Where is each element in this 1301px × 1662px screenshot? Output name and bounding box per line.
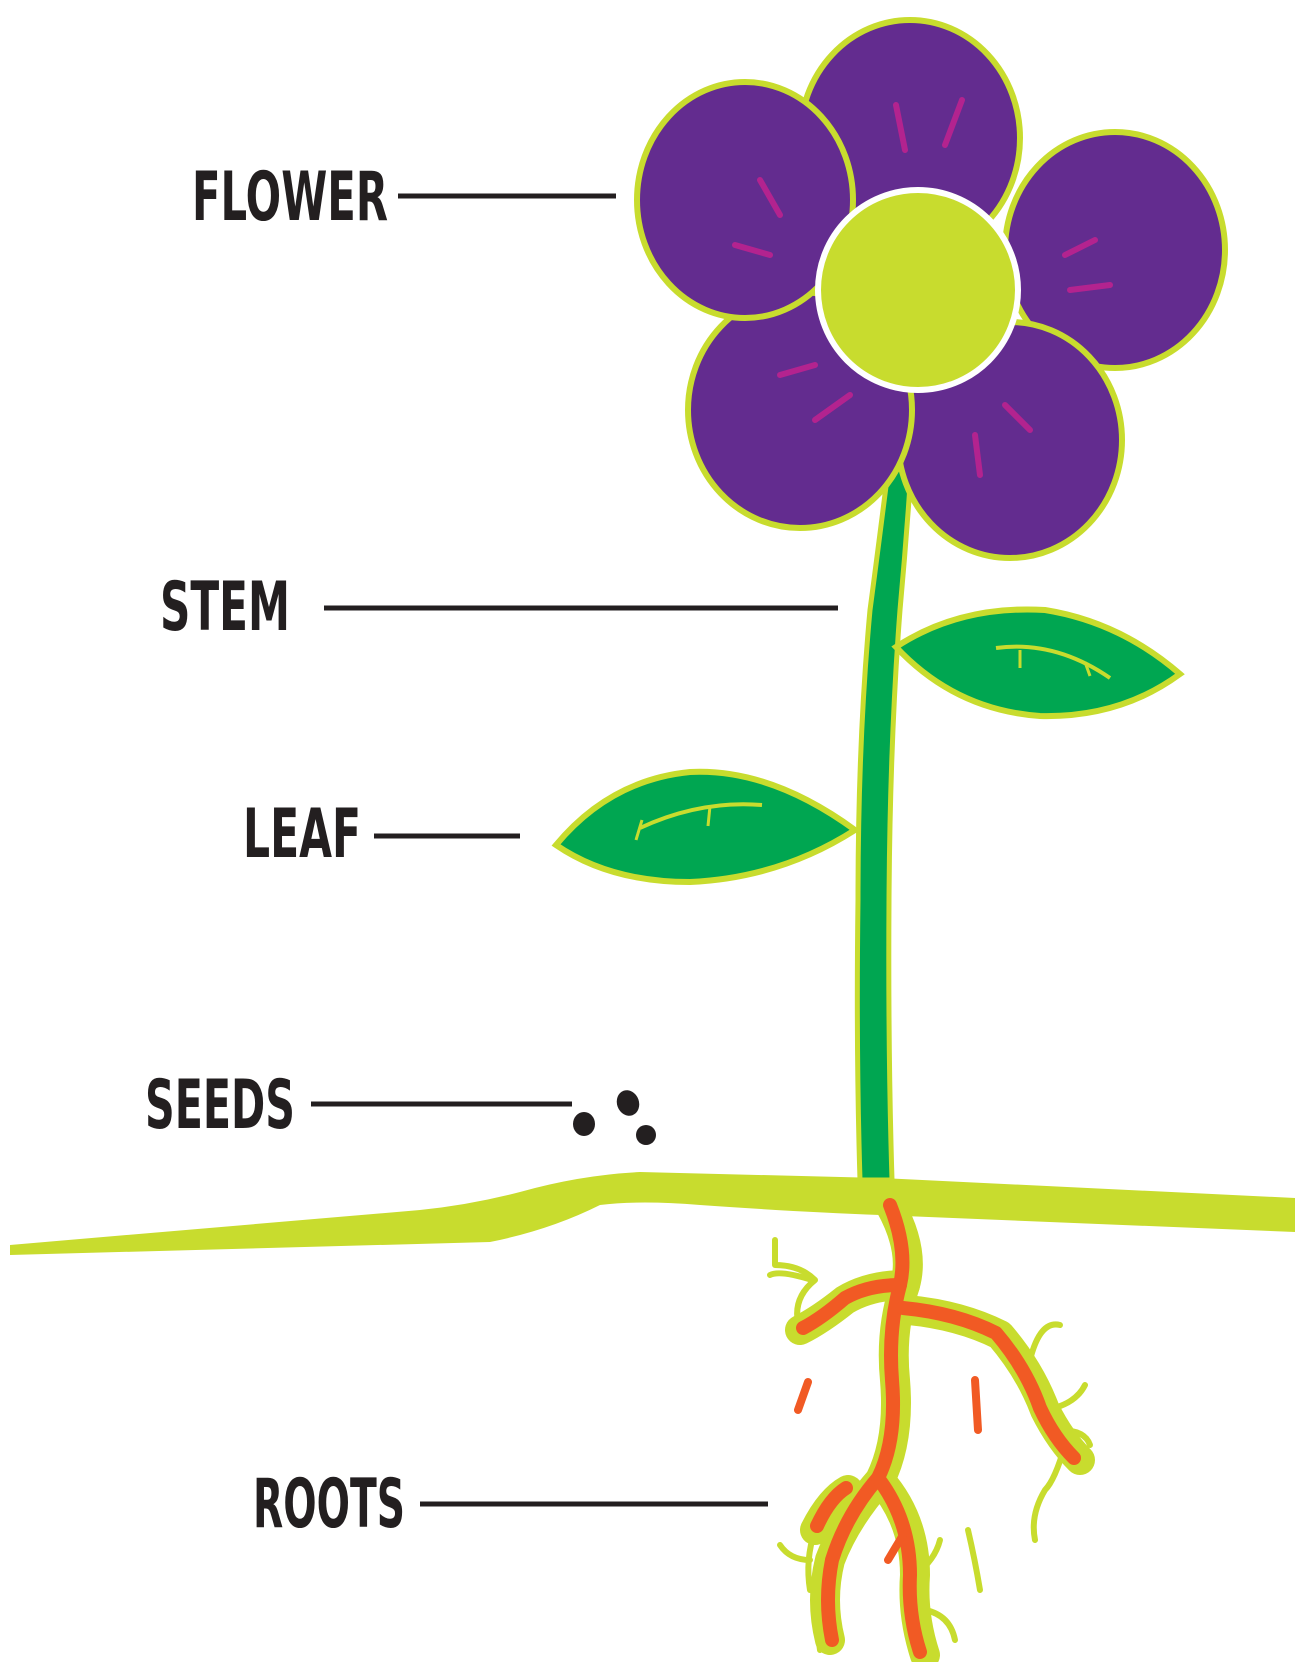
- label-leaf: LEAF: [243, 795, 361, 874]
- ground-line: [10, 1172, 1295, 1255]
- roots: [770, 1205, 1090, 1655]
- seeds: [573, 1087, 656, 1145]
- leaf-left: [556, 772, 855, 882]
- flower-center: [818, 190, 1018, 390]
- label-stem: STEM: [160, 568, 290, 647]
- label-flower: FLOWER: [192, 158, 388, 237]
- leaf-right: [896, 609, 1180, 716]
- label-roots: ROOTS: [253, 1465, 405, 1544]
- label-seeds: SEEDS: [145, 1066, 295, 1145]
